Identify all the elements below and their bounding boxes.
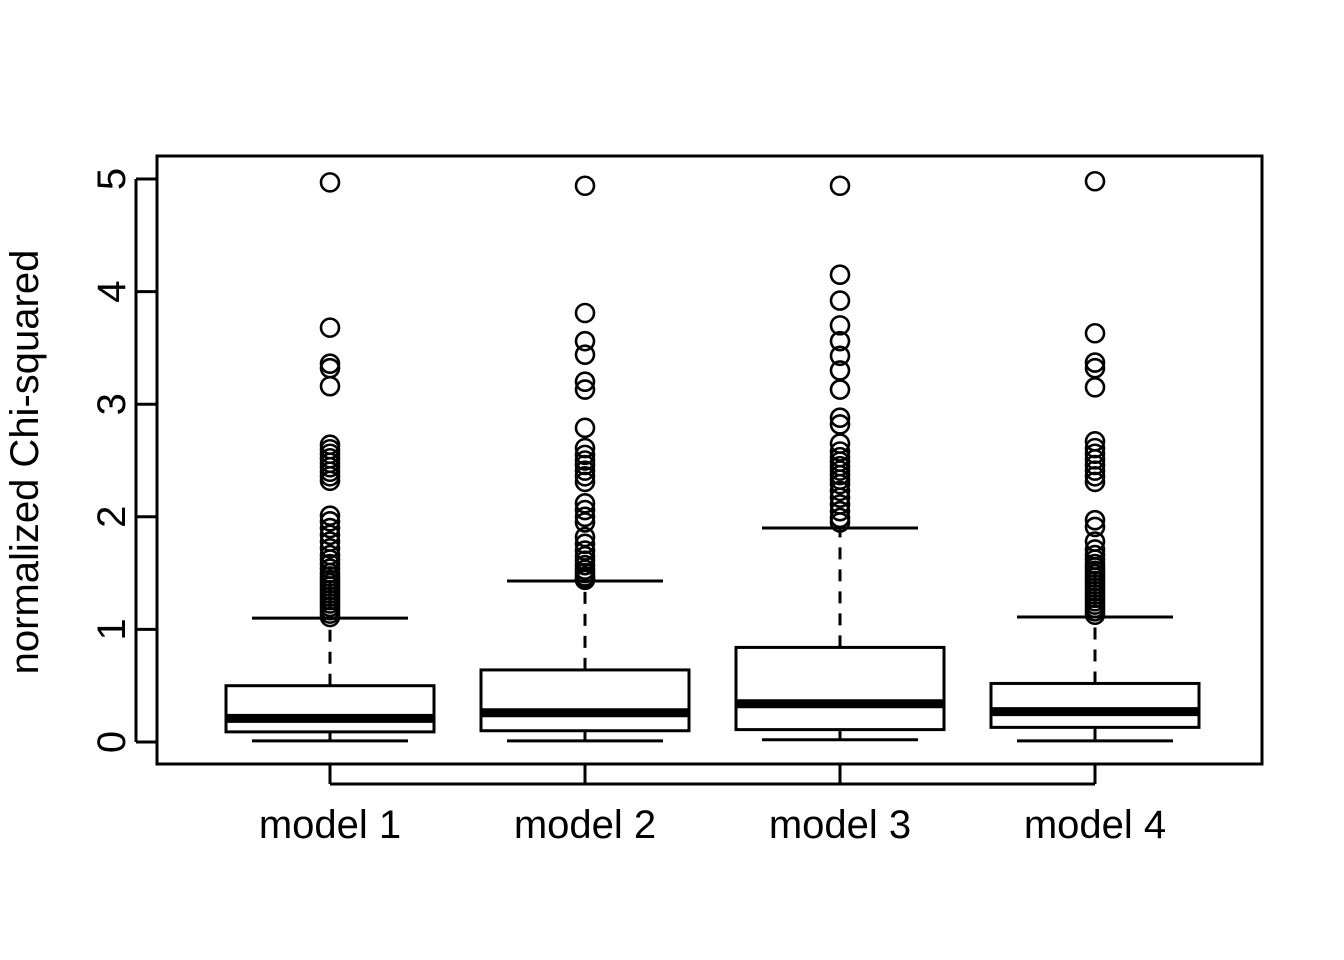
outlier-1-1	[319, 172, 341, 193]
plot-frame	[155, 154, 1264, 766]
outlier-1-20	[319, 538, 341, 559]
x-tick-label-2: model 2	[514, 803, 656, 847]
outlier-3-25	[829, 512, 851, 533]
outlier-3-20	[829, 480, 851, 502]
outlier-3-23	[829, 500, 851, 522]
box-1	[224, 684, 436, 734]
outlier-4-12	[1084, 465, 1106, 487]
y-tick-label-1: 1	[90, 618, 134, 640]
outlier-3-5	[829, 330, 851, 352]
outlier-2-12	[574, 460, 596, 481]
x-tick-label-3: model 3	[769, 803, 911, 847]
outlier-2-14	[574, 471, 596, 493]
outlier-3-2	[829, 264, 851, 286]
outlier-2-5	[574, 371, 596, 392]
plot-border	[155, 154, 1264, 766]
outlier-4-1	[1084, 170, 1106, 192]
x-axis: model 1 model 2 model 3 model 4	[259, 764, 1166, 847]
outlier-2-4	[574, 344, 596, 365]
y-axis: 0 1 2 3 4 5	[90, 168, 157, 753]
boxplot-3	[734, 175, 946, 742]
x-tick-label-4: model 4	[1024, 803, 1166, 847]
outlier-4-15	[1084, 516, 1106, 538]
outlier-4-13	[1084, 471, 1106, 493]
outlier-4-35	[1084, 604, 1106, 626]
outlier-2-1	[574, 175, 596, 197]
outlier-1-17	[319, 517, 341, 539]
outlier-3-3	[829, 290, 851, 311]
boxplot-2	[479, 175, 691, 743]
outlier-4-2	[1084, 322, 1106, 344]
boxplot-1	[224, 172, 436, 743]
box-4	[989, 681, 1201, 729]
outlier-3-8	[829, 379, 851, 400]
outlier-2-16	[574, 499, 596, 521]
y-tick-label-2: 2	[90, 506, 134, 528]
outlier-2-18	[574, 512, 596, 533]
box-series-group	[224, 170, 1201, 743]
y-tick-label-4: 4	[90, 280, 134, 302]
y-axis-title: normalized Chi-squared	[3, 250, 47, 675]
boxplot-4	[989, 170, 1201, 743]
outlier-4-11	[1084, 460, 1106, 481]
outlier-3-6	[829, 345, 851, 367]
outlier-1-38	[319, 606, 341, 628]
y-tick-label-5: 5	[90, 168, 134, 190]
y-tick-label-0: 0	[90, 731, 134, 753]
outlier-3-4	[829, 315, 851, 336]
outlier-1-16	[319, 511, 341, 532]
outlier-4-3	[1084, 352, 1106, 373]
outlier-2-6	[574, 379, 596, 400]
outlier-2-9	[574, 444, 596, 466]
outlier-4-14	[1084, 509, 1106, 531]
outlier-4-5	[1084, 377, 1106, 398]
outlier-1-14	[319, 470, 341, 492]
outlier-3-9	[829, 407, 851, 429]
outlier-3-19	[829, 473, 851, 495]
outlier-1-18	[319, 524, 341, 546]
outlier-2-29	[574, 569, 596, 591]
outlier-2-3	[574, 330, 596, 352]
outlier-1-2	[319, 317, 341, 338]
outlier-2-7	[574, 417, 596, 439]
x-tick-label-1: model 1	[259, 803, 401, 847]
y-tick-label-3: 3	[90, 393, 134, 415]
outlier-2-13	[574, 465, 596, 487]
outlier-1-5	[319, 375, 341, 397]
outlier-2-17	[574, 506, 596, 528]
outlier-2-2	[574, 302, 596, 324]
outlier-3-21	[829, 487, 851, 508]
outlier-3-1	[829, 175, 851, 197]
box-3	[734, 645, 946, 732]
box-2	[479, 668, 691, 733]
